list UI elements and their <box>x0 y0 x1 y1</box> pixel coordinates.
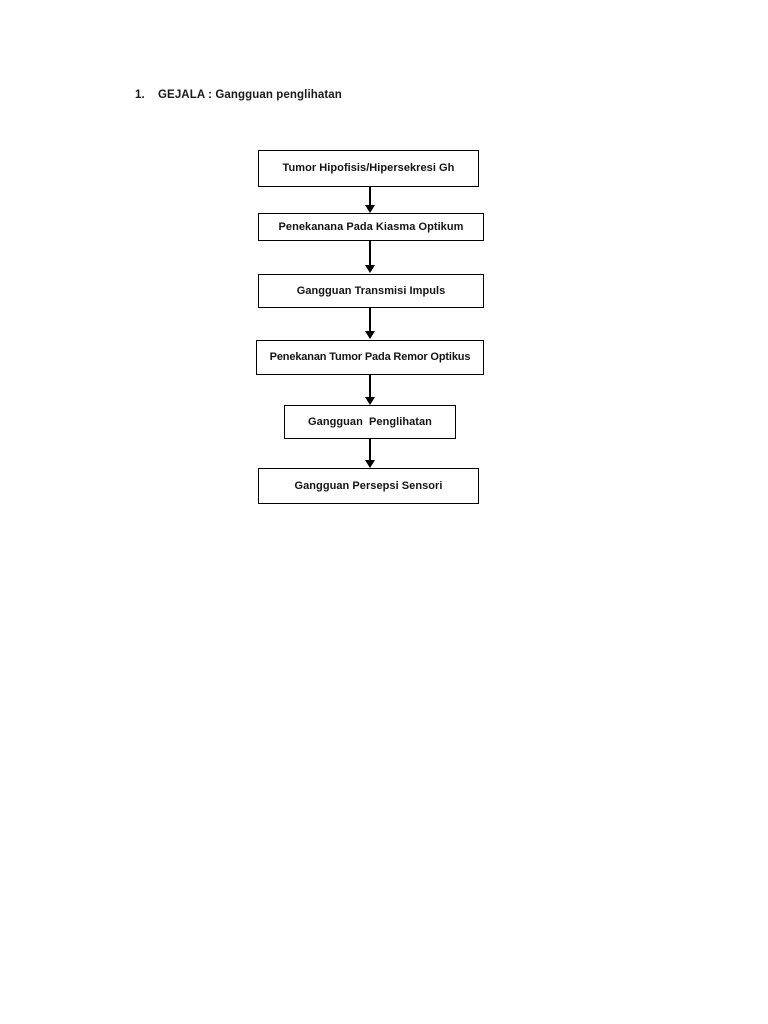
flow-edge-3-4-arrowhead <box>365 331 375 339</box>
flow-edge-3-4-line <box>369 308 371 331</box>
flow-node-3: Gangguan Transmisi Impuls <box>258 274 484 308</box>
heading-text: GEJALA : Gangguan penglihatan <box>158 89 342 101</box>
flow-edge-5-6-line <box>369 439 371 460</box>
flow-edge-4-5-line <box>369 375 371 397</box>
flow-node-2-label: Penekanana Pada Kiasma Optikum <box>278 220 464 233</box>
flow-edge-1-2-arrowhead <box>365 205 375 213</box>
flow-node-6: Gangguan Persepsi Sensori <box>258 468 479 504</box>
flow-node-1-label: Tumor Hipofisis/Hipersekresi Gh <box>282 162 455 175</box>
flow-node-2: Penekanana Pada Kiasma Optikum <box>258 213 484 241</box>
flow-edge-1-2-line <box>369 187 371 207</box>
flow-edge-4-5-arrowhead <box>365 397 375 405</box>
section-heading: 1. GEJALA : Gangguan penglihatan <box>135 89 342 101</box>
flow-node-3-label: Gangguan Transmisi Impuls <box>296 284 446 297</box>
flow-edge-2-3-line <box>369 241 371 265</box>
heading-number: 1. <box>135 89 145 101</box>
flow-edge-2-3-arrowhead <box>365 265 375 273</box>
flow-node-4-label: Penekanan Tumor Pada Remor Optikus <box>269 351 471 364</box>
flow-edge-5-6-arrowhead <box>365 460 375 468</box>
flow-node-5: Gangguan Penglihatan <box>284 405 456 439</box>
flow-node-4: Penekanan Tumor Pada Remor Optikus <box>256 340 484 375</box>
flow-node-5-label: Gangguan Penglihatan <box>308 415 432 428</box>
flow-node-1: Tumor Hipofisis/Hipersekresi Gh <box>258 150 479 187</box>
flow-node-6-label: Gangguan Persepsi Sensori <box>294 479 443 492</box>
